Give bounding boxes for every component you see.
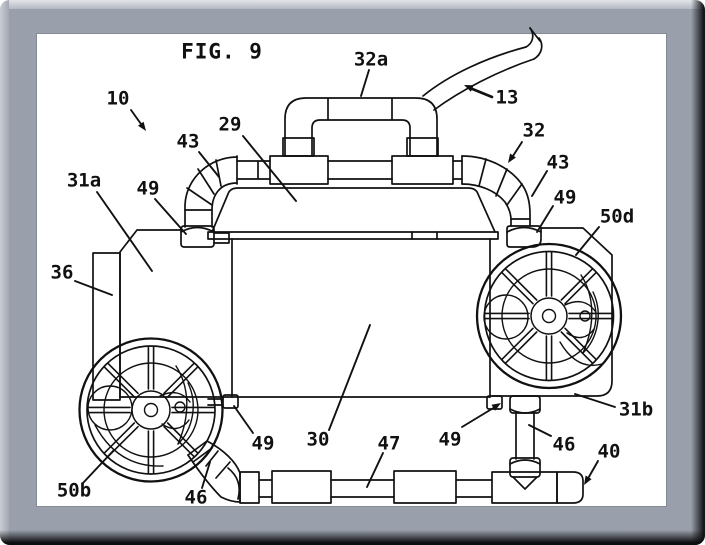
- ref-49-bottom-right: 49: [438, 428, 462, 451]
- frame-bevel-top: [0, 0, 705, 9]
- figure-title: FIG. 9: [181, 39, 263, 64]
- bottom-pipe-47: [239, 470, 584, 504]
- right-top-fitting-49: [506, 225, 542, 248]
- ref-49-top-left: 49: [136, 177, 160, 200]
- ref-43-right: 43: [546, 151, 570, 174]
- handle-32a: [282, 97, 439, 157]
- leader-lines: [74, 69, 616, 489]
- left-section-31a: [119, 229, 491, 398]
- right-elbow-43: [461, 155, 531, 227]
- tank-body-30: [207, 231, 499, 398]
- frame-bevel-right: [691, 0, 705, 545]
- hose-13: [422, 27, 543, 111]
- vertical-pipe-46: [509, 395, 541, 478]
- left-elbow-43: [184, 156, 238, 228]
- ref-46-bottom-left: 46: [184, 486, 208, 509]
- ref-31a: 31a: [66, 169, 102, 192]
- ref-29: 29: [218, 113, 242, 136]
- ref-30: 30: [306, 428, 330, 451]
- ref-13: 13: [495, 86, 519, 109]
- ref-32: 32: [522, 119, 546, 142]
- left-wheel-50b: [78, 337, 224, 483]
- ref-31b: 31b: [618, 398, 654, 421]
- frame-bevel-left: [0, 0, 9, 545]
- frame-bevel-bottom: [0, 530, 705, 545]
- drawing-paper: [36, 33, 667, 507]
- ref-40: 40: [597, 440, 621, 463]
- ref-10: 10: [106, 87, 130, 110]
- top-manifold: [236, 155, 463, 185]
- ref-49-bottom-left: 49: [251, 432, 275, 455]
- ref-47: 47: [377, 432, 401, 455]
- ref-50b: 50b: [56, 479, 92, 502]
- lid-29: [211, 187, 496, 233]
- left-top-fitting-49: [180, 225, 230, 248]
- ref-46-right: 46: [552, 433, 576, 456]
- ref-43-left: 43: [176, 130, 200, 153]
- right-section-31b: [491, 227, 613, 397]
- right-wheel-50d: [475, 242, 623, 390]
- ref-36: 36: [50, 261, 74, 284]
- ref-49-top-right: 49: [553, 186, 577, 209]
- ref-50d: 50d: [599, 205, 635, 228]
- ref-32a: 32a: [353, 48, 389, 71]
